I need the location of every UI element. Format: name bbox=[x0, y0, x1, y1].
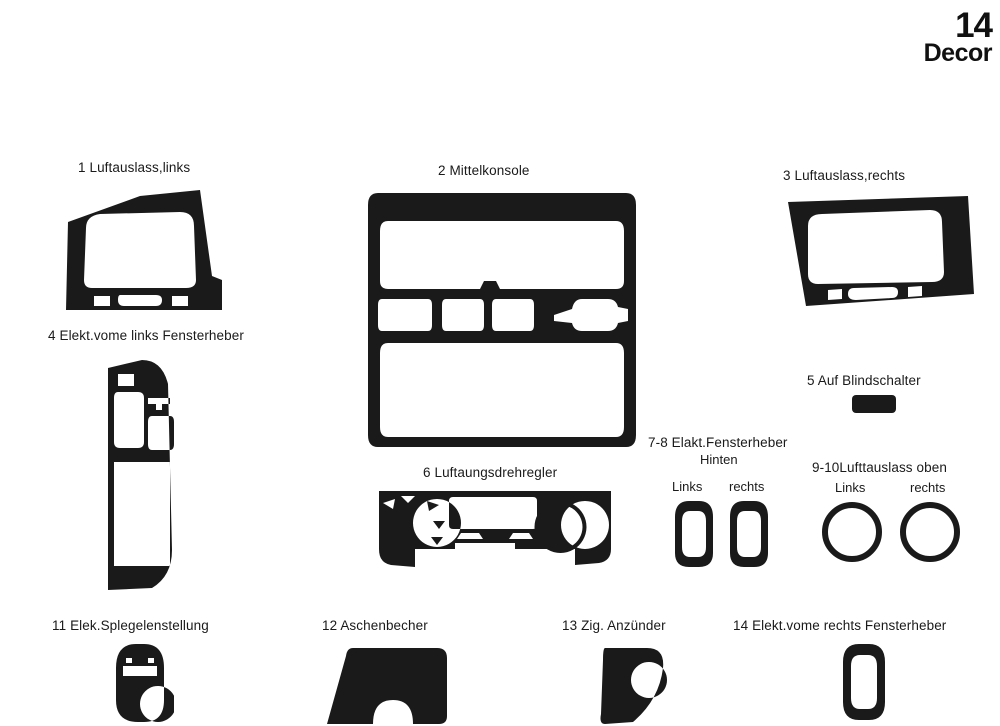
part-shape-7 bbox=[675, 501, 717, 569]
part-label-3: 3 Luftauslass,rechts bbox=[783, 168, 906, 183]
part-label-4: 4 Elekt.vome links Fensterheber bbox=[48, 328, 244, 343]
part-shape-3 bbox=[782, 194, 982, 309]
kit-number: 14 bbox=[955, 6, 993, 45]
part-label-2: 2 Mittelkonsole bbox=[438, 163, 530, 178]
sub-label-rear-left: Links bbox=[672, 479, 703, 494]
part-shape-4 bbox=[100, 354, 210, 594]
part-shape-11 bbox=[108, 642, 174, 722]
sub-label-top-left: Links bbox=[835, 480, 866, 495]
sub-label-top-right: rechts bbox=[910, 480, 946, 495]
part-label-1: 1 Luftauslass,links bbox=[78, 160, 191, 175]
part-shape-6 bbox=[375, 487, 615, 577]
sub-label-rear-right: rechts bbox=[729, 479, 765, 494]
sub-label-hinten: Hinten bbox=[700, 452, 738, 467]
part-label-14: 14 Elekt.vome rechts Fensterheber bbox=[733, 618, 947, 633]
part-shape-10 bbox=[900, 502, 962, 564]
part-label-7-8: 7-8 Elakt.Fensterheber bbox=[648, 435, 788, 450]
part-label-12: 12 Aschenbecher bbox=[322, 618, 428, 633]
kit-header: 14 Decor bbox=[923, 6, 993, 67]
part-shape-14 bbox=[843, 644, 891, 722]
part-shape-13 bbox=[597, 644, 677, 726]
part-shape-2 bbox=[368, 189, 638, 449]
part-label-5: 5 Auf Blindschalter bbox=[807, 373, 921, 388]
part-label-11: 11 Elek.Splegelenstellung bbox=[52, 618, 209, 633]
part-shape-9 bbox=[822, 502, 884, 564]
part-shape-5 bbox=[852, 395, 902, 417]
part-shape-8 bbox=[730, 501, 772, 569]
part-label-9-10: 9-10Lufttauslass oben bbox=[812, 460, 947, 475]
kit-word: Decor bbox=[923, 39, 993, 67]
part-label-13: 13 Zig. Anzünder bbox=[562, 618, 666, 633]
part-shape-1 bbox=[60, 188, 240, 313]
part-shape-12 bbox=[325, 644, 455, 726]
part-label-6: 6 Luftaungsdrehregler bbox=[423, 465, 558, 480]
